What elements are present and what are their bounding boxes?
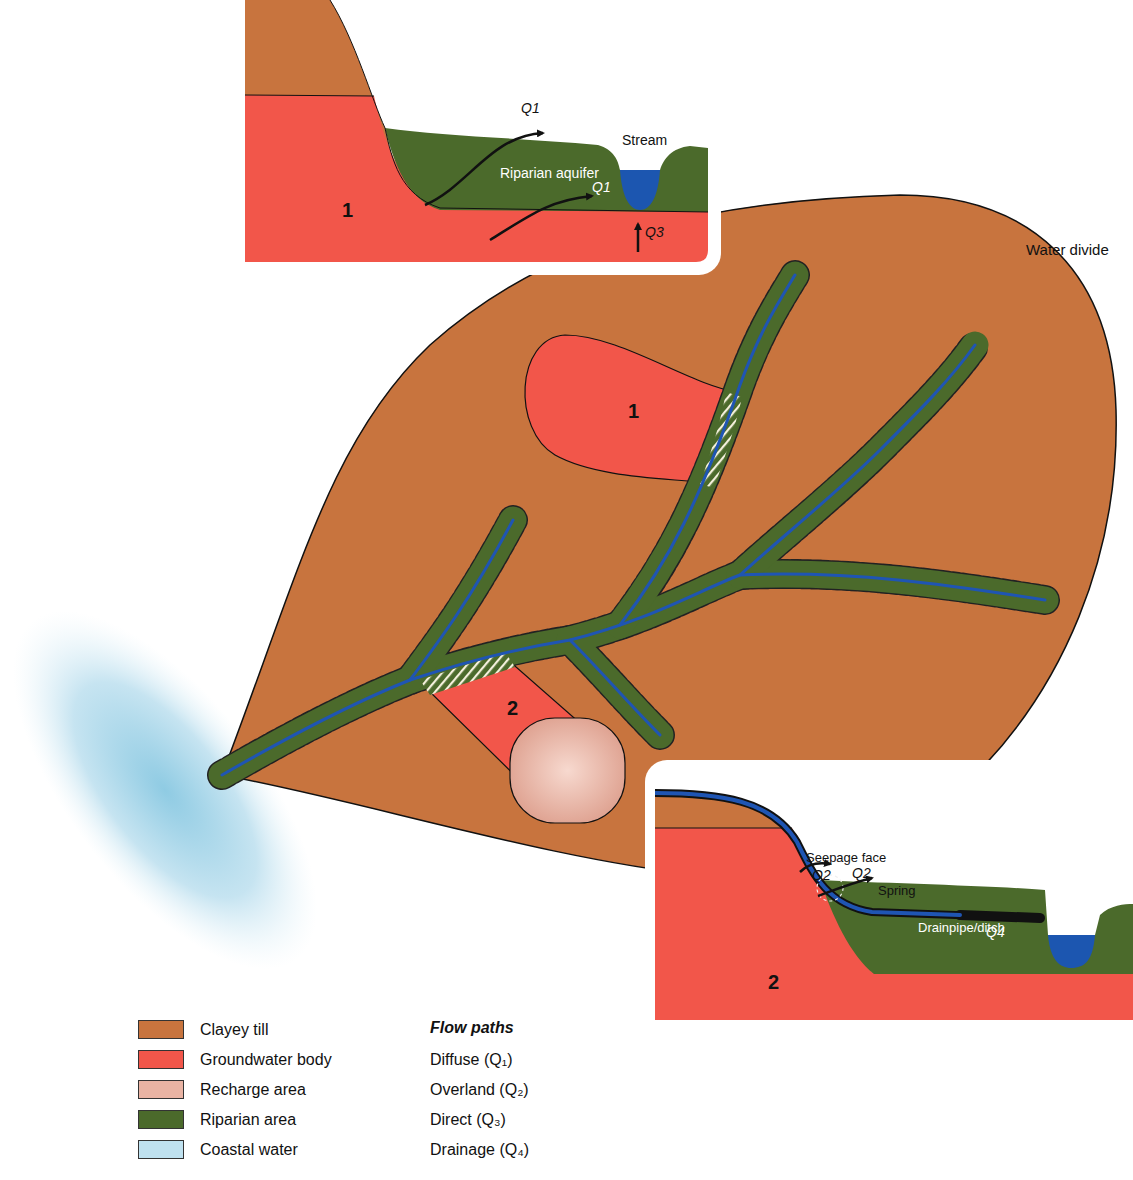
legend-text: Coastal water (200, 1141, 298, 1159)
legend-text: Diffuse (Q₁) (430, 1051, 512, 1069)
legend-swatch (138, 1110, 184, 1129)
flow-label: Q4 (986, 925, 1005, 940)
feature-label: Seepage face (806, 851, 886, 865)
callout-number: 1 (342, 199, 353, 221)
flow-label: Q2 (852, 866, 871, 881)
legend-swatch (138, 1020, 184, 1039)
legend-text: Direct (Q₃) (430, 1111, 506, 1129)
flow-label: Q1 (521, 101, 540, 116)
legend-text: Riparian area (200, 1111, 296, 1129)
legend-text: Clayey till (200, 1021, 268, 1039)
legend-text: Recharge area (200, 1081, 306, 1099)
legend-swatch (138, 1080, 184, 1099)
feature-label: Spring (878, 884, 916, 898)
legend-text: Overland (Q₂) (430, 1081, 529, 1099)
callout-number: 2 (507, 697, 518, 719)
stream-label: Stream (622, 133, 667, 148)
legend-heading: Flow paths (430, 1019, 514, 1037)
legend-text: Drainage (Q₄) (430, 1141, 529, 1159)
flow-label: Q1 (592, 180, 611, 195)
boundary-label: Water divide (1026, 242, 1109, 259)
legend-swatch (138, 1050, 184, 1069)
aquifer-label: Riparian aquifer (500, 166, 599, 181)
flow-label: Q2 (812, 868, 831, 883)
legend-text: Groundwater body (200, 1051, 332, 1069)
flow-label: Q3 (645, 225, 664, 240)
legend-swatch (138, 1140, 184, 1159)
callout-number: 1 (628, 400, 639, 422)
callout-number: 2 (768, 971, 779, 993)
